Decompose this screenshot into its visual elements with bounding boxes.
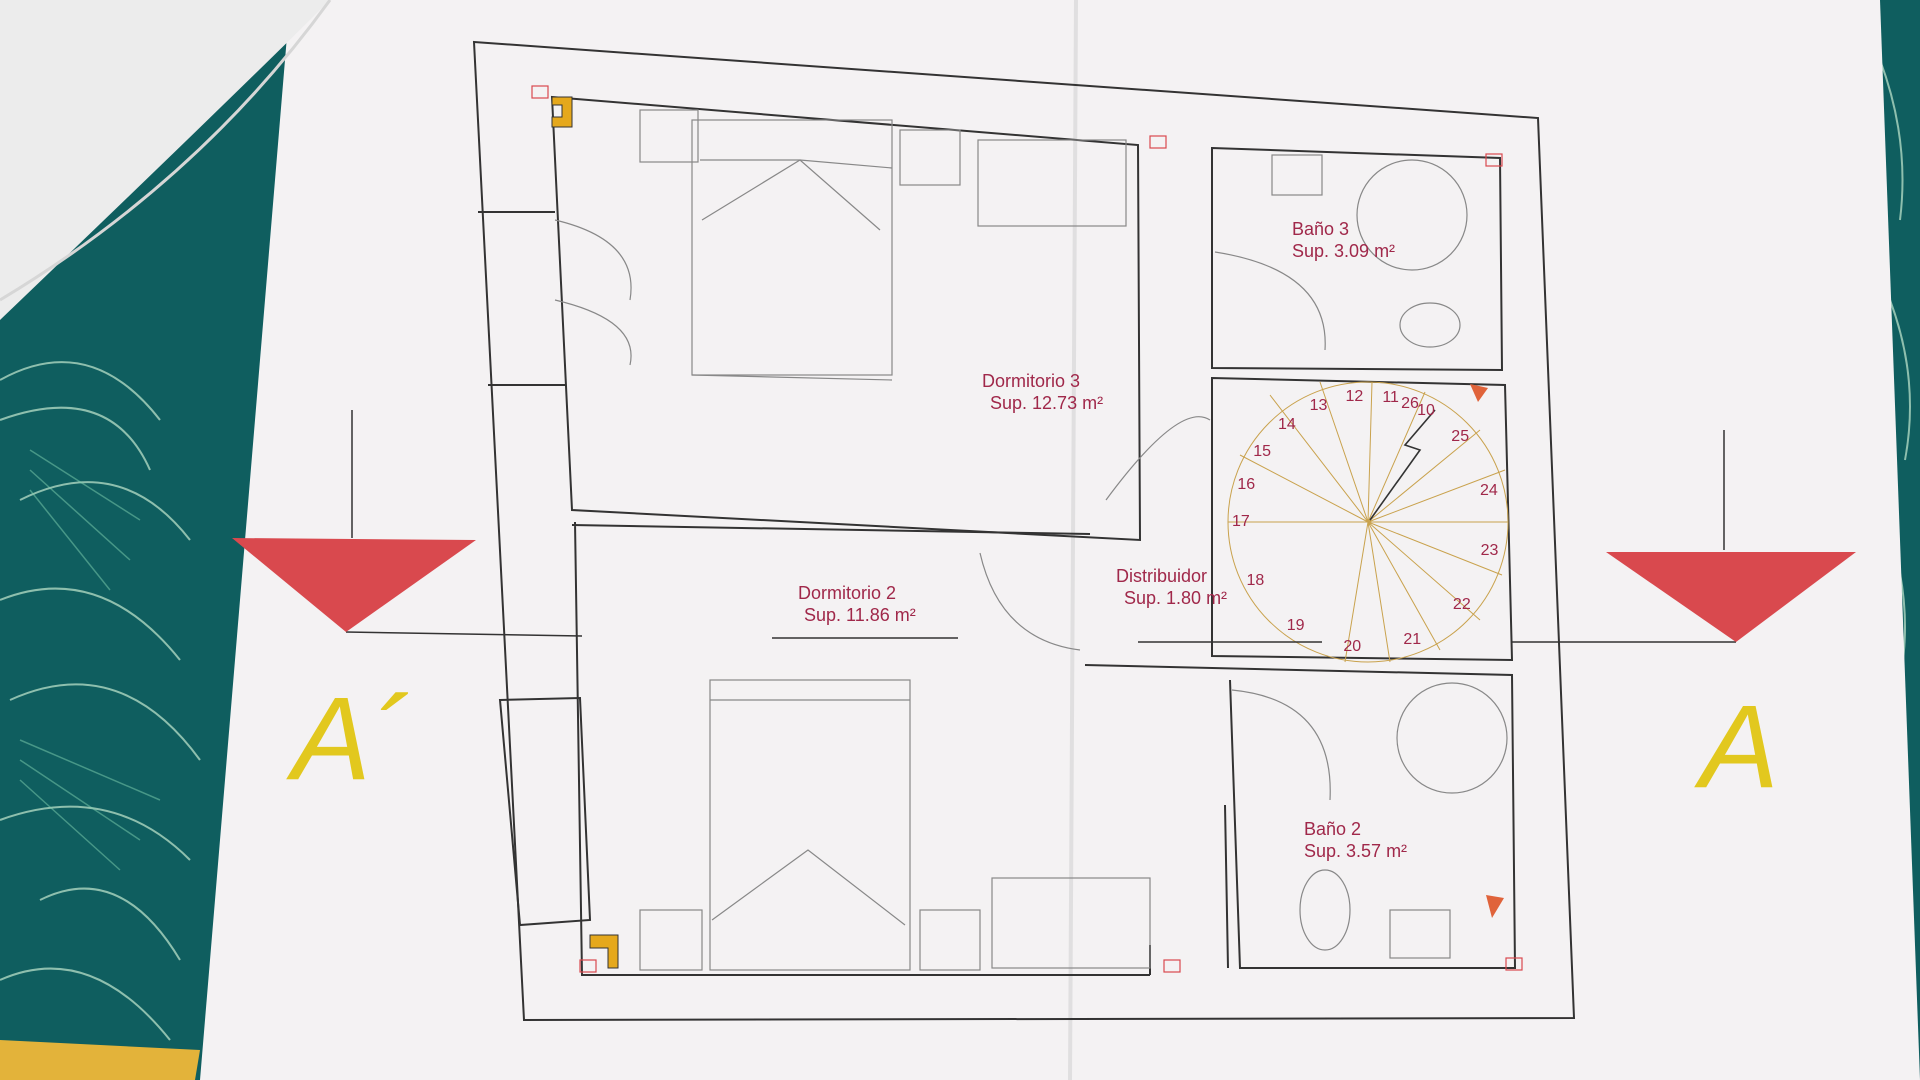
room-name: Baño 3 [1292,219,1350,239]
stair-step-24: 24 [1480,481,1498,499]
stair-step-12: 12 [1345,387,1364,405]
room-area: Sup. 3.57 m² [1304,841,1408,861]
stair-step-14: 14 [1277,415,1296,433]
room-label-dormitorio-3: Dormitorio 3 Sup. 12.73 m² [982,370,1103,414]
room-area: Sup. 1.80 m² [1124,588,1228,608]
room-name: Dormitorio 2 [798,583,897,603]
stair-step-16: 16 [1237,476,1256,494]
section-label-left: A´ [292,673,410,805]
stair-step-10: 10 [1417,401,1435,419]
room-label-dormitorio-2: Dormitorio 2 Sup. 11.86 m² [798,582,916,626]
section-arrow-right [1606,552,1856,642]
room-name: Distribuidor [1116,566,1208,586]
outer-boundary [472,40,1576,1022]
room-label-bano-3: Baño 3 Sup. 3.09 m² [1292,218,1395,262]
spiral-staircase [1227,381,1509,663]
stair-step-23: 23 [1480,542,1499,560]
stair-step-13: 13 [1309,396,1328,414]
section-label-right: A [1700,681,1779,813]
room-area: Sup. 3.09 m² [1292,241,1396,261]
room-label-distribuidor: Distribuidor Sup. 1.80 m² [1116,565,1227,609]
stair-step-26: 26 [1401,394,1419,412]
stair-step-21: 21 [1403,630,1422,648]
room-area: Sup. 11.86 m² [804,605,916,625]
room-label-bano-2: Baño 2 Sup. 3.57 m² [1304,818,1407,862]
stair-step-18: 18 [1246,571,1265,589]
stair-step-15: 15 [1253,443,1271,461]
stair-step-19: 19 [1286,616,1305,634]
stair-step-25: 25 [1451,428,1470,446]
stair-step-11: 11 [1382,389,1399,407]
room-name: Dormitorio 3 [982,371,1081,391]
stair-step-20: 20 [1343,638,1362,656]
stair-step-17: 17 [1232,513,1250,530]
stair-step-22: 22 [1452,595,1471,613]
section-arrow-left [232,538,476,632]
room-name: Baño 2 [1304,819,1362,839]
columns [551,96,619,969]
room-area: Sup. 12.73 m² [990,393,1104,413]
